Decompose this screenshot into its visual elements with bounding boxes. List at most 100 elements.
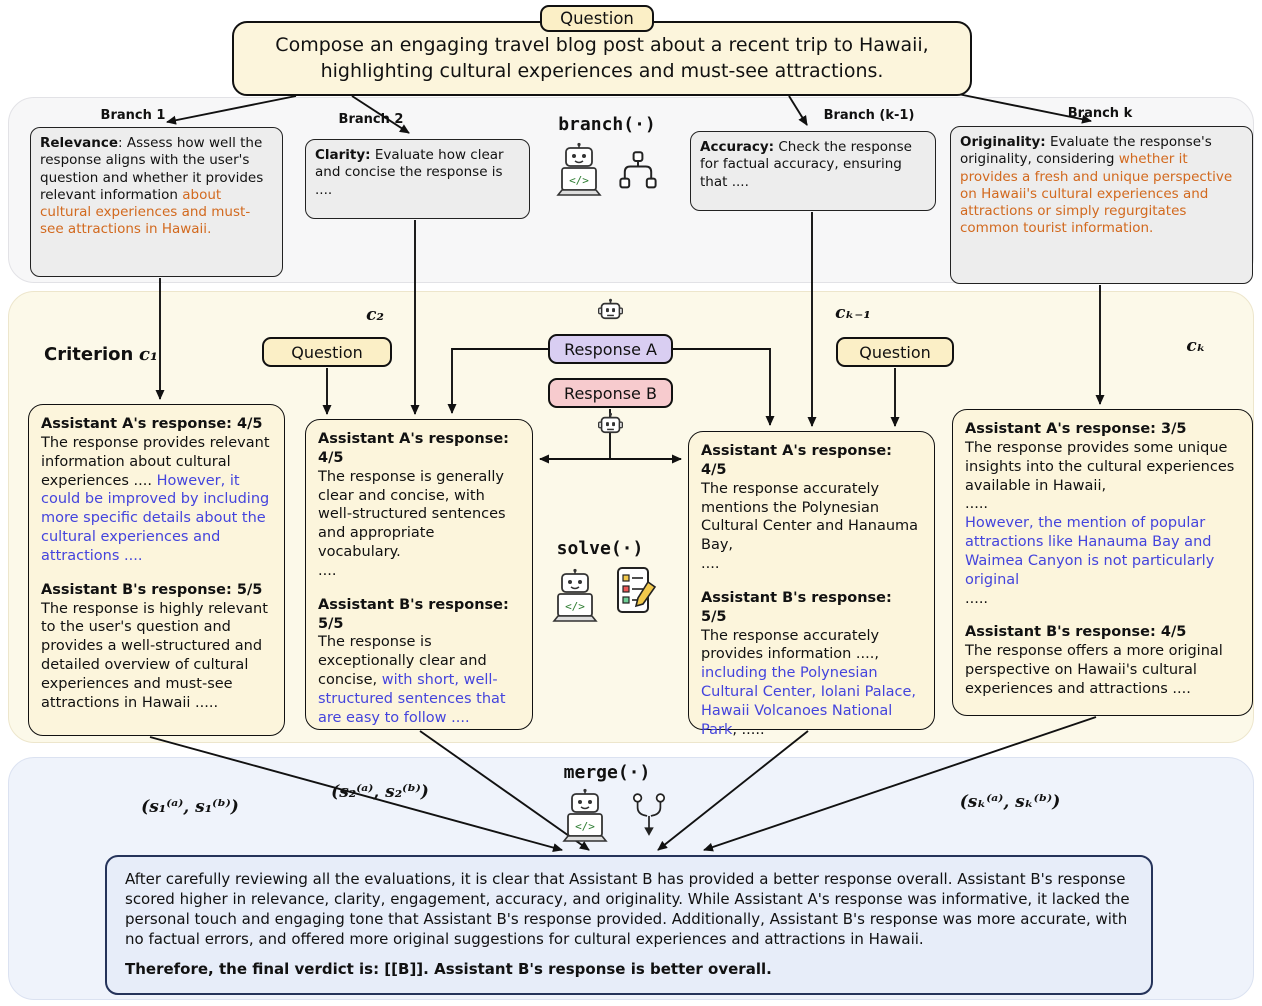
merge-fn-label: merge(·) (563, 762, 651, 783)
robot-a-icon (597, 298, 624, 325)
branch-k-highlight: whether it provides a fresh and unique p… (960, 151, 1233, 237)
response-b-box: Response B (548, 378, 673, 408)
eval-box-originality: Assistant A's response: 3/5 The response… (952, 409, 1253, 716)
llm-robot-laptop-icon: </> (552, 142, 606, 200)
eval4-a-tail: ..... (965, 590, 989, 607)
eval4-a-text: The response provides some unique insigh… (965, 439, 1235, 513)
solve-fn-label: solve(·) (556, 538, 644, 559)
arrow-question-to-branch-k (957, 93, 1092, 124)
branch1-highlight: about cultural experiences and must-see … (40, 186, 251, 238)
branch-k1-text: Check the response for factual accuracy,… (700, 139, 912, 190)
arrow-question-to-branch-k1 (788, 95, 808, 126)
arrow-response-a-to-eval3 (673, 348, 775, 426)
question-box: Compose an engaging travel blog post abo… (232, 21, 972, 96)
robot-b-icon (597, 412, 624, 439)
svg-text:</>: </> (565, 600, 585, 613)
eval4-b-text: The response offers a more original pers… (965, 643, 1223, 697)
arrow-question-to-branch1 (166, 95, 297, 125)
branch-box-originality: Originality: Evaluate the response's ori… (950, 126, 1253, 284)
llm-robot-laptop-icon: </> (548, 568, 602, 626)
branch2-title: Clarity: (315, 147, 371, 163)
response-a-label: Response A (564, 339, 657, 359)
branch-fn-label: branch(·) (558, 114, 656, 135)
branch-k-text: Evaluate the response's originality, con… (960, 134, 1212, 168)
eval2-a-body: The response is generally clear and conc… (318, 468, 520, 581)
verdict-text: After carefully reviewing all the evalua… (125, 870, 1130, 949)
question-label: Question (540, 5, 654, 32)
arrow-eval3-to-verdict (657, 730, 809, 851)
arrow-eval4-to-verdict (703, 716, 1097, 852)
eval4-a-body: The response provides some unique insigh… (965, 439, 1240, 609)
eval3-b-body: The response accurately provides informa… (701, 627, 922, 740)
branch-k1-title: Accuracy: (700, 139, 775, 155)
branch-box-clarity: Clarity: Evaluate how clear and concise … (305, 139, 530, 219)
eval3-b-text: The response accurately provides informa… (701, 627, 880, 663)
eval1-a-highlight: However, it could be improved by includi… (41, 472, 270, 564)
eval-box-accuracy: Assistant A's response: 4/5 The response… (688, 431, 935, 738)
arrow-eval2-to-verdict (419, 730, 590, 851)
criterion-word: Criterion (44, 344, 134, 365)
svg-text:</>: </> (569, 174, 589, 187)
question-box-left-label: Question (291, 342, 363, 362)
eval1-a-body: The response provides relevant informati… (41, 434, 272, 566)
eval3-a-heading: Assistant A's response: 4/5 (701, 443, 892, 478)
final-verdict-box: After carefully reviewing all the evalua… (105, 855, 1153, 995)
score-tuple-k: (sₖ⁽ᵃ⁾, sₖ⁽ᵇ⁾) (959, 792, 1061, 812)
eval3-b-highlight: including the Polynesian Cultural Center… (701, 665, 917, 738)
eval3-b-heading: Assistant B's response: 5/5 (701, 589, 892, 625)
eval2-a-text: The response is generally clear and conc… (318, 468, 506, 579)
question-box-right-label: Question (859, 342, 931, 362)
eval1-b-heading: Assistant B's response: 5/5 (41, 581, 263, 598)
branch1-tag: Branch 1 (100, 108, 166, 123)
eval3-a-text: The response accurately mentions the Pol… (701, 480, 919, 573)
branch-tree-icon (616, 150, 660, 194)
eval-box-relevance: Assistant A's response: 4/5 The response… (28, 404, 285, 736)
branch-k-title: Originality: (960, 134, 1046, 150)
response-a-box: Response A (548, 334, 673, 364)
eval2-b-body: The response is exceptionally clear and … (318, 633, 520, 727)
svg-text:</>: </> (575, 820, 595, 833)
branch-box-relevance: Relevance: Assess how well the response … (30, 127, 283, 277)
eval4-b-body: The response offers a more original pers… (965, 642, 1240, 699)
score-tuple-1: (s₁⁽ᵃ⁾, s₁⁽ᵇ⁾) (141, 797, 239, 817)
eval3-a-body: The response accurately mentions the Pol… (701, 480, 922, 574)
c1-symbol: c₁ (139, 344, 158, 365)
ck-label: cₖ (1186, 336, 1206, 356)
eval-box-clarity: Assistant A's response: 4/5 The response… (305, 419, 533, 730)
question-box-left: Question (262, 337, 392, 367)
branch2-tag: Branch 2 (338, 112, 404, 127)
eval2-b-highlight: with short, well-structured sentences th… (318, 672, 506, 726)
eval1-b-body: The response is highly relevant to the u… (41, 600, 272, 713)
branch-box-accuracy: Accuracy: Check the response for factual… (690, 131, 936, 211)
score-tuple-2: (s₂⁽ᵃ⁾, s₂⁽ᵇ⁾) (331, 782, 429, 802)
eval4-a-highlight: However, the mention of popular attracti… (965, 515, 1215, 588)
c2-label: c₂ (366, 305, 384, 325)
checklist-clipboard-icon (614, 564, 658, 618)
branch-k1-tag: Branch (k-1) (823, 108, 915, 123)
arrow-question-to-branch2 (351, 95, 410, 134)
eval2-b-text: The response is exceptionally clear and … (318, 634, 487, 689)
branch1-title: Relevance (40, 135, 119, 151)
eval1-a-text: The response provides relevant informati… (41, 434, 270, 489)
verdict-final-line: Therefore, the final verdict is: [[B]]. … (125, 960, 772, 979)
eval2-a-heading: Assistant A's response: 4/5 (318, 431, 509, 466)
criterion-c1-label: Criterion c₁ (44, 344, 158, 365)
ck1-label: cₖ₋₁ (835, 303, 871, 323)
llm-robot-laptop-icon: </> (558, 788, 612, 846)
eval4-b-heading: Assistant B's response: 4/5 (965, 624, 1187, 641)
eval4-a-heading: Assistant A's response: 3/5 (965, 421, 1187, 437)
branch-k-tag: Branch k (1067, 106, 1133, 121)
question-box-right: Question (836, 337, 954, 367)
eval3-b-tail: , ..... (732, 721, 765, 738)
eval1-a-heading: Assistant A's response: 4/5 (41, 416, 263, 432)
question-text: Compose an engaging travel blog post abo… (275, 33, 929, 82)
branch2-text: Evaluate how clear and concise the respo… (315, 147, 504, 198)
arrow-response-a-to-eval2 (447, 348, 548, 414)
arrow-eval1-to-verdict (149, 736, 563, 852)
response-b-label: Response B (564, 383, 657, 403)
merge-fork-icon (630, 792, 668, 838)
eval1-b-text: The response is highly relevant to the u… (41, 600, 268, 711)
branch1-text: : Assess how well the response aligns wi… (40, 135, 264, 203)
